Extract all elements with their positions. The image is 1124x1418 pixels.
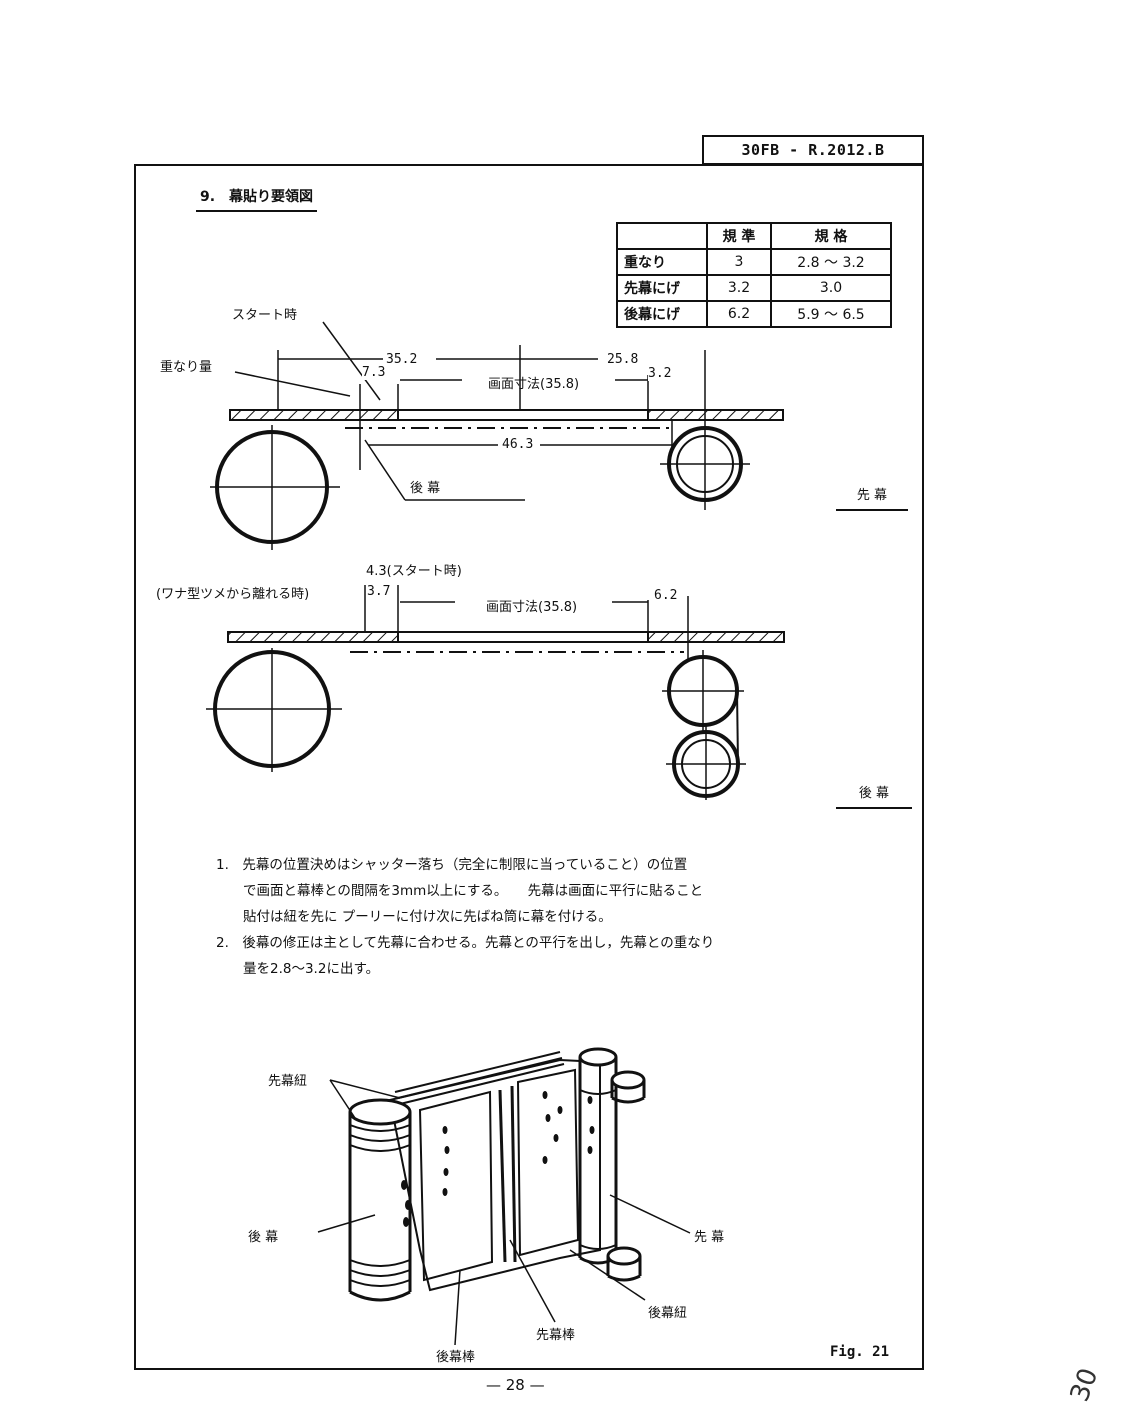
table-cell-spec: 5.9 ～ 6.5 [770, 300, 892, 328]
screen-size-label-2: 画面寸法(35.8) [486, 600, 578, 615]
label-rear-curtain: 後 幕 [248, 1230, 279, 1245]
dimension-6-2: 6.2 [654, 588, 678, 603]
screen-size-label: 画面寸法(35.8) [488, 377, 580, 392]
table-cell-standard: 3 [706, 248, 772, 276]
dimension-3-7: 3.7 [367, 584, 391, 599]
table-header-cell: 規 準 [706, 222, 772, 250]
table-row: 後幕にげ 6.2 5.9 ～ 6.5 [616, 300, 892, 328]
diagram-caption-rear-curtain: 後 幕 [836, 782, 912, 809]
table-cell-standard: 3.2 [706, 274, 772, 302]
section-title: 9. 幕貼り要領図 [196, 186, 318, 212]
start-position-label: スタート時 [232, 308, 298, 323]
instruction-notes: 1. 先幕の位置決めはシャッター落ち（完全に制限に当っていること）の位置 で画面… [216, 852, 896, 982]
table-header-row: 規 準 規 格 [616, 222, 892, 250]
note-line: 貼付は紐を先に プーリーに付け次に先ばね筒に幕を付ける。 [216, 909, 612, 925]
table-row: 重なり 3 2.8 ～ 3.2 [616, 248, 892, 276]
table-row-label: 重なり [616, 248, 708, 276]
label-front-curtain-bar: 先幕棒 [536, 1328, 576, 1343]
start-position-label-2: 4.3(スタート時) [366, 564, 462, 579]
table-row-label: 後幕にげ [616, 300, 708, 328]
note-line: 量を2.8～3.2に出す。 [216, 961, 380, 977]
page-number: — 28 — [486, 1376, 545, 1394]
table-cell-spec: 2.8 ～ 3.2 [770, 248, 892, 276]
overlap-amount-label: 重なり量 [160, 360, 213, 375]
table-row: 先幕にげ 3.2 3.0 [616, 274, 892, 302]
table-header-cell [616, 222, 708, 250]
rear-curtain-diagram [206, 585, 785, 800]
dimension-7-3: 7.3 [362, 365, 386, 380]
diagram-caption-front-curtain: 先 幕 [836, 484, 908, 511]
curtain-holes [401, 1091, 595, 1227]
label-rear-curtain-bar: 後幕棒 [436, 1350, 476, 1365]
pawl-release-label: (ワナ型ツメから離れる時) [156, 587, 310, 602]
label-rear-curtain-string: 後幕紐 [648, 1306, 688, 1321]
rear-curtain-pointer-label: 後 幕 [410, 481, 441, 496]
front-curtain-diagram [210, 321, 784, 550]
figure-label: Fig. 21 [830, 1344, 890, 1360]
table-header-cell: 規 格 [770, 222, 892, 250]
table-cell-standard: 6.2 [706, 300, 772, 328]
spec-table: 規 準 規 格 重なり 3 2.8 ～ 3.2 先幕にげ 3.2 3.0 後幕に… [616, 222, 892, 328]
table-cell-spec: 3.0 [770, 274, 892, 302]
note-line: 2. 後幕の修正は主として先幕に合わせる。先幕との平行を出し，先幕との重なり [216, 935, 715, 951]
label-front-curtain: 先 幕 [694, 1230, 725, 1245]
dimension-25-8: 25.8 [607, 352, 639, 367]
label-front-curtain-string: 先幕紐 [268, 1074, 308, 1089]
dimension-46-3: 46.3 [502, 437, 534, 452]
table-row-label: 先幕にげ [616, 274, 708, 302]
dimension-3-2: 3.2 [648, 366, 672, 381]
page-frame [134, 164, 924, 1370]
dimension-35-2: 35.2 [386, 352, 418, 367]
note-line: 1. 先幕の位置決めはシャッター落ち（完全に制限に当っていること）の位置 [216, 857, 688, 873]
shutter-illustration [317, 1047, 691, 1346]
note-line: で画面と幕棒との間隔を3mm以上にする。 先幕は画面に平行に貼ること [216, 883, 704, 899]
